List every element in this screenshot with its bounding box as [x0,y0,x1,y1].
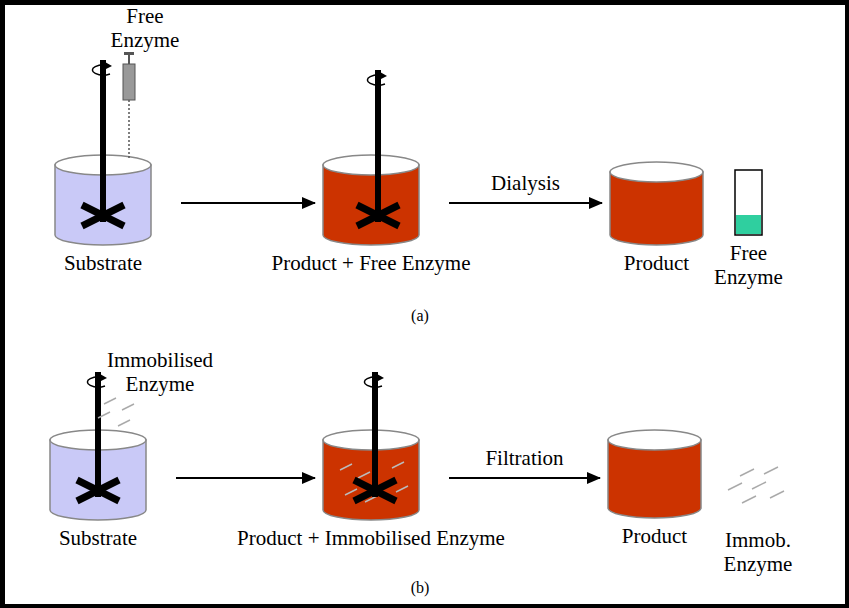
vessel-node: Product [610,172,703,245]
process-arrow [449,202,602,204]
vessel-node: Product + Free Enzyme [323,165,419,245]
figure-label: Free Enzyme [103,4,187,52]
vessel-node: Product [608,440,701,518]
vessel-label: Substrate [64,251,142,275]
beaker-final-a [610,162,703,245]
syringe [123,52,135,158]
stirrer [77,372,119,501]
beaker-product-b [323,430,419,520]
process-arrow [181,202,315,204]
stirrer [354,372,396,501]
beaker-final-b [608,430,701,518]
process-arrow [449,477,600,479]
vessel-label: Product + Immobilised Enzyme [237,526,505,550]
process-arrow [176,477,315,479]
vessel-node: Free Enzyme [735,170,762,235]
vessel-node: Product + Immobilised Enzyme [323,440,419,520]
figure-label: Immob. Enzyme [710,528,806,576]
vessel-label: Product + Free Enzyme [271,251,470,275]
figure-label: Immobilised Enzyme [94,348,226,396]
figure-label: (a) [400,306,440,325]
immobilised-enzyme-falling [98,398,134,426]
immobilised-enzyme-pile [728,467,784,503]
figure-label: (b) [400,578,440,597]
stirrer [82,60,124,226]
beaker-product-a [323,155,419,245]
vessel-node: Substrate [50,440,146,520]
vessel-label: Product [624,251,689,275]
step-label: Dialysis [491,171,560,195]
stirrer [357,70,399,226]
step-label: Filtration [485,446,563,470]
vessel-node: Substrate [55,165,151,245]
vessel-label: Product [622,524,687,548]
test-tube [735,170,762,235]
vessel-label: Substrate [59,526,137,550]
vessel-label: Free Enzyme [707,241,791,289]
